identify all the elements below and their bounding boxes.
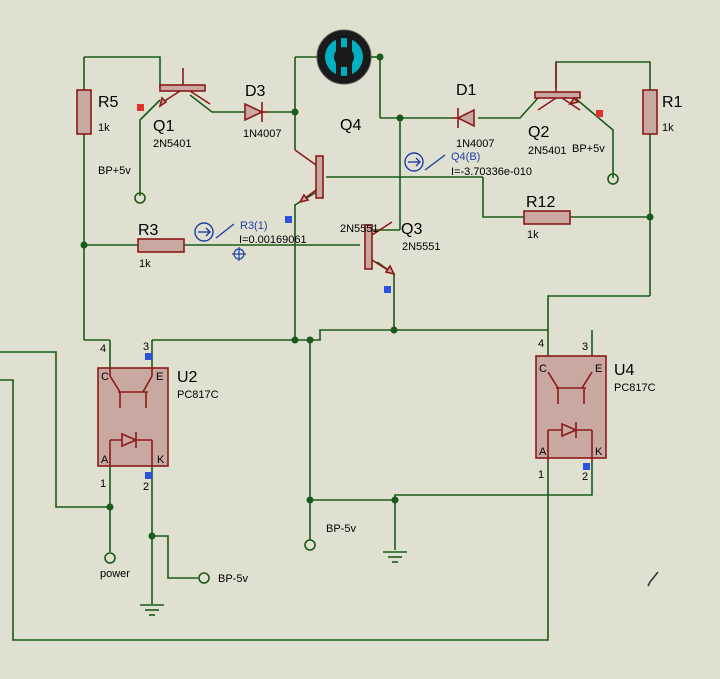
q1-part: 2N5401 — [153, 138, 192, 150]
r3-value: 1k — [139, 258, 151, 270]
d3-part: 1N4007 — [243, 128, 282, 140]
u2-pin-e: E — [156, 371, 163, 383]
diode-d3[interactable]: D3 1N4007 — [243, 83, 282, 140]
optocoupler-u2[interactable]: C E A K 4 3 1 2 U2 PC817C — [97, 341, 219, 493]
u4-pin-k: K — [595, 446, 603, 458]
u4-pin-c: C — [539, 363, 547, 375]
q2-ref: Q2 — [528, 124, 549, 141]
q1-ref: Q1 — [153, 118, 174, 135]
u4-pin-e: E — [595, 363, 602, 375]
diode-d1[interactable]: D1 1N4007 — [452, 82, 495, 150]
q3-part: 2N5551 — [402, 241, 441, 253]
terminal-power[interactable]: power — [100, 552, 130, 580]
d1-ref: D1 — [456, 82, 477, 99]
u4-pin4: 4 — [538, 338, 544, 350]
q4-probe-reading: I=-3.70336e-010 — [451, 166, 532, 178]
resistor-r12[interactable]: R12 1k — [523, 194, 571, 241]
q2-part: 2N5401 — [528, 145, 567, 157]
r3-probe-reading: I=0.00169061 — [239, 234, 307, 246]
r12-ref: R12 — [526, 194, 555, 211]
u2-pin-a: A — [101, 454, 109, 466]
r3-probe-name: R3(1) — [240, 220, 268, 232]
r12-value: 1k — [527, 229, 539, 241]
d3-ref: D3 — [245, 83, 266, 100]
motor-icon[interactable] — [316, 29, 372, 85]
bp-minus-mid-label: BP-5v — [326, 523, 356, 535]
u2-ref: U2 — [177, 369, 198, 386]
wires — [0, 56, 651, 641]
r1-ref: R1 — [662, 94, 683, 111]
u4-pin-a: A — [539, 446, 547, 458]
u2-pin-k: K — [157, 454, 165, 466]
optocoupler-u4[interactable]: C E A K 4 3 1 2 U4 PC817C — [535, 338, 656, 483]
q3-ref: Q3 — [401, 221, 422, 238]
u2-pin1: 1 — [100, 478, 106, 490]
transistor-q2[interactable]: Q2 2N5401 — [528, 62, 603, 157]
terminal-bp-plus-left[interactable]: BP+5v — [98, 165, 146, 204]
pencil-icon — [647, 571, 659, 587]
ground-icon — [140, 600, 164, 616]
u2-pin-c: C — [101, 371, 109, 383]
u4-part: PC817C — [614, 382, 656, 394]
bp-plus-right-label: BP+5v — [572, 143, 605, 155]
u2-part: PC817C — [177, 389, 219, 401]
resistor-r1[interactable]: R1 1k — [642, 89, 683, 135]
r1-value: 1k — [662, 122, 674, 134]
junctions — [80, 53, 654, 540]
u4-ref: U4 — [614, 362, 635, 379]
bp-plus-left-label: BP+5v — [98, 165, 131, 177]
q3-part-top: 2N5551 — [340, 223, 379, 235]
q4-ref: Q4 — [340, 117, 361, 134]
terminal-bp-minus-bottom[interactable]: BP-5v — [198, 572, 248, 585]
u2-pin2: 2 — [143, 481, 149, 493]
r5-value: 1k — [98, 122, 110, 134]
bp-minus-bottom-label: BP-5v — [218, 573, 248, 585]
r3-ref: R3 — [138, 222, 159, 239]
u4-pin2: 2 — [582, 471, 588, 483]
q4-probe-name: Q4(B) — [451, 151, 480, 163]
transistor-q3[interactable]: Q3 2N5551 2N5551 — [340, 221, 441, 293]
terminal-bp-plus-right[interactable]: BP+5v — [572, 143, 619, 185]
transistor-q1[interactable]: Q1 2N5401 — [137, 68, 211, 150]
power-label: power — [100, 568, 130, 580]
u2-pin4: 4 — [100, 343, 106, 355]
u4-pin1: 1 — [538, 469, 544, 481]
ground-icon — [383, 551, 407, 563]
r5-ref: R5 — [98, 94, 119, 111]
u4-pin3: 3 — [582, 341, 588, 353]
u2-pin3: 3 — [143, 341, 149, 353]
resistor-r5[interactable]: R5 1k — [76, 89, 119, 135]
current-probe-q4[interactable]: Q4(B) I=-3.70336e-010 — [404, 151, 532, 178]
transistor-q4[interactable]: Q4 — [285, 117, 361, 223]
current-probe-r3[interactable]: R3(1) I=0.00169061 — [194, 220, 307, 261]
terminal-bp-minus-mid[interactable]: BP-5v — [304, 523, 356, 551]
resistor-r3[interactable]: R3 1k — [137, 222, 185, 270]
d1-part: 1N4007 — [456, 138, 495, 150]
